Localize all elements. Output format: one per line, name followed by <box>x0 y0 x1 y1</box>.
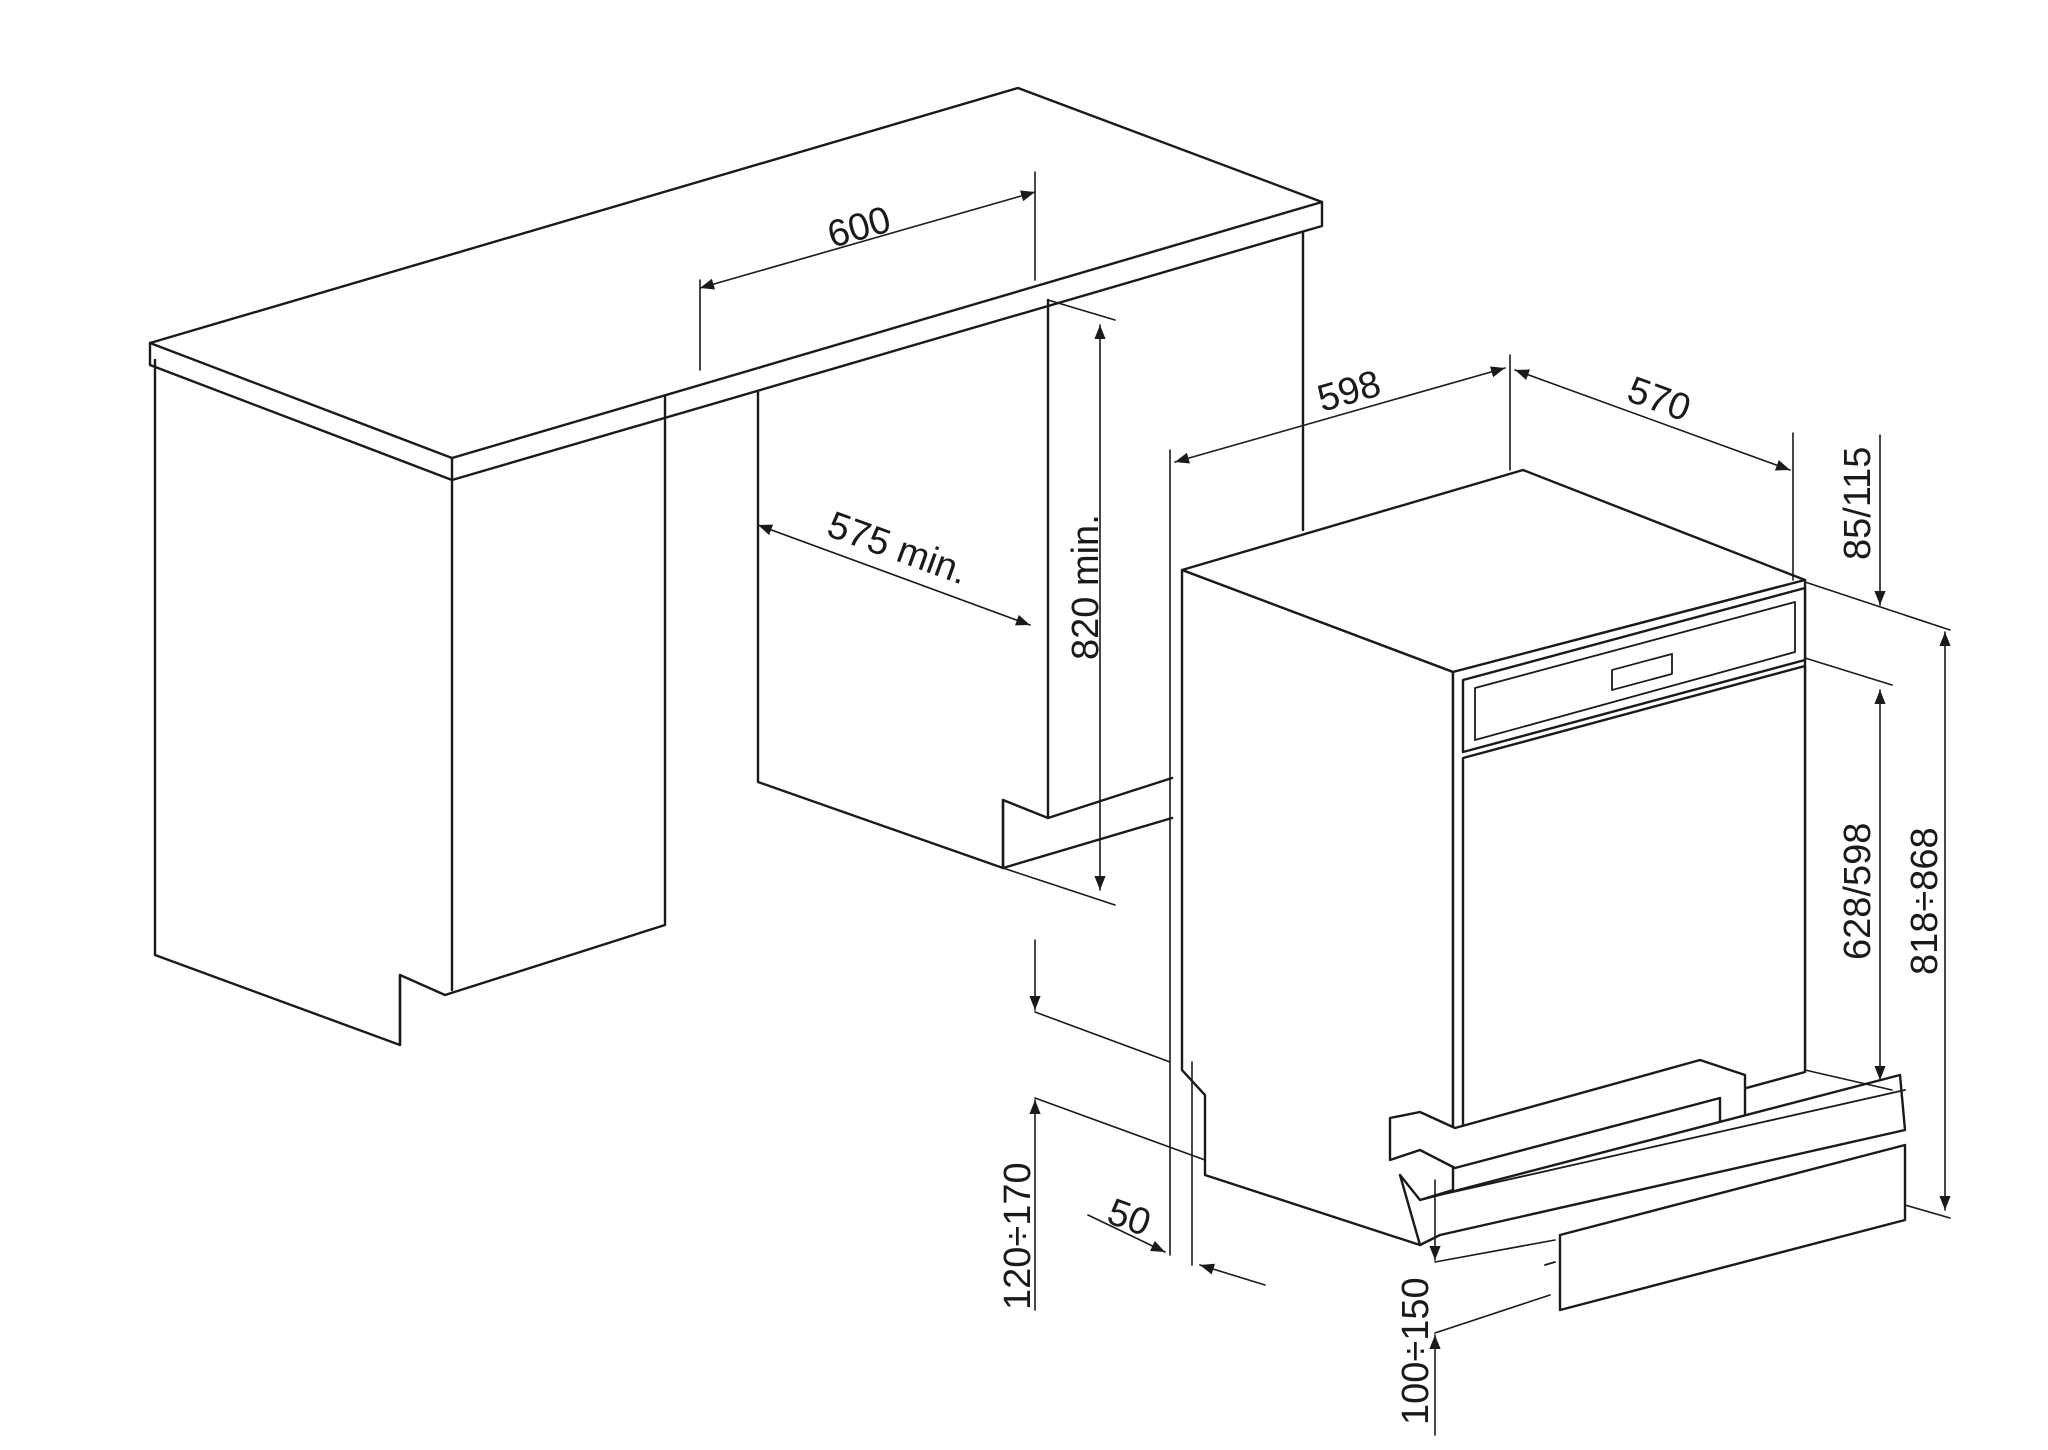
control-panel <box>1461 586 1807 754</box>
kick-plate <box>1558 1143 1907 1312</box>
right-base-cabinet <box>756 390 1174 870</box>
label-appliance-width: 598 <box>1313 363 1386 421</box>
dimension-lines <box>699 171 1951 1436</box>
label-recess-depth: 575 min. <box>822 504 973 593</box>
worktop <box>148 86 1324 460</box>
label-plinth-recess: 50 <box>1102 1191 1156 1245</box>
display-window <box>1611 652 1673 691</box>
door <box>1461 664 1807 1167</box>
plinth-base <box>1398 1073 1907 1247</box>
kitchen-cabinet <box>148 86 1324 1047</box>
label-door-height: 628/598 <box>1837 823 1879 960</box>
label-control-panel: 85/115 <box>1837 447 1879 560</box>
label-rear-foot-height: 120÷170 <box>997 1162 1039 1310</box>
label-appliance-depth: 570 <box>1622 369 1696 430</box>
label-total-height: 818÷868 <box>1904 827 1946 975</box>
dishwasher <box>1180 468 1907 1312</box>
label-recess-height: 820 min. <box>1065 514 1107 660</box>
label-kick-height: 100÷150 <box>1395 1277 1437 1425</box>
